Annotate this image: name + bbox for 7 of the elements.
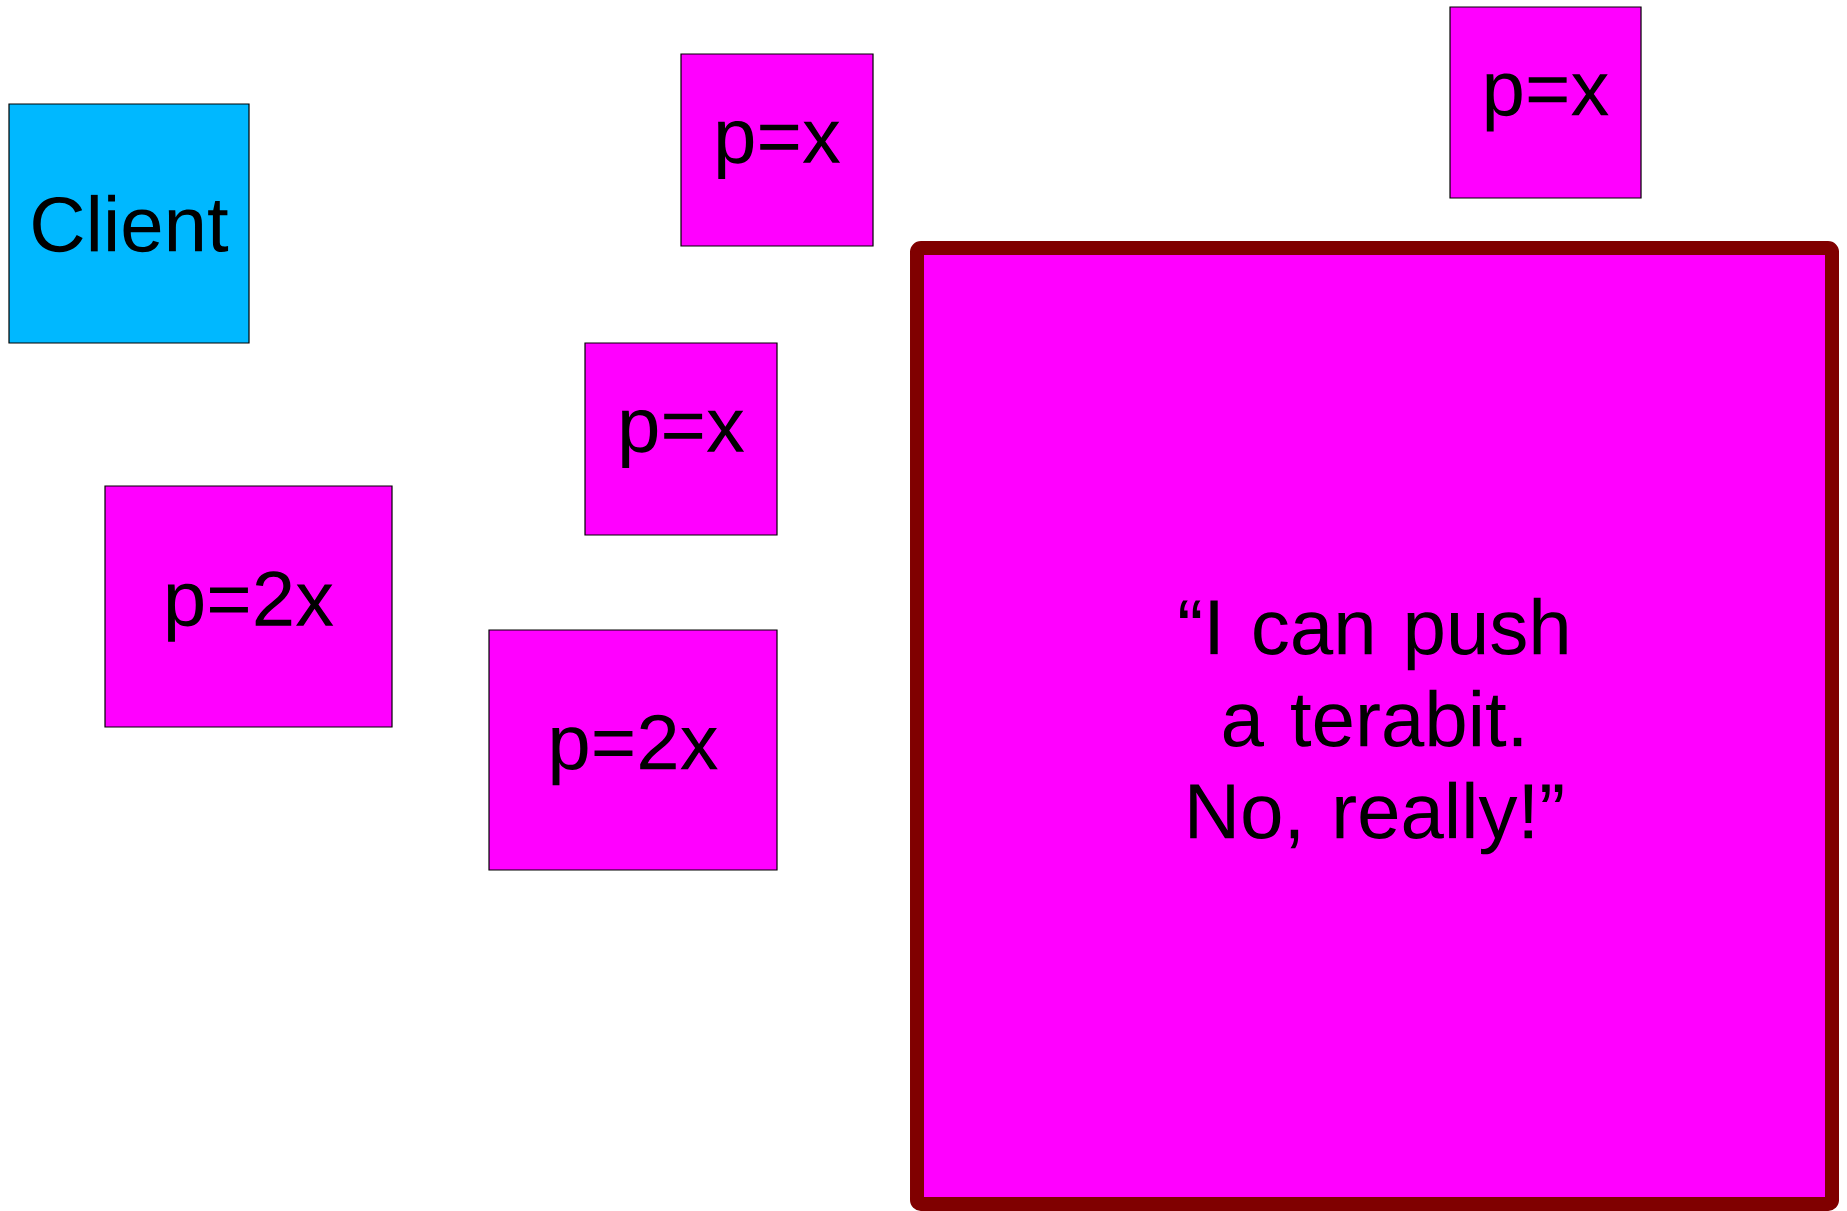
server-box: “I can push a terabit. No, really!”: [910, 241, 1839, 1211]
server-box: p=x: [680, 53, 874, 247]
server-box: p=x: [1449, 6, 1642, 199]
server-box: p=x: [584, 342, 778, 536]
server-box: p=2x: [104, 485, 393, 728]
server-box: p=2x: [488, 629, 778, 871]
client-box: Client: [8, 103, 250, 344]
